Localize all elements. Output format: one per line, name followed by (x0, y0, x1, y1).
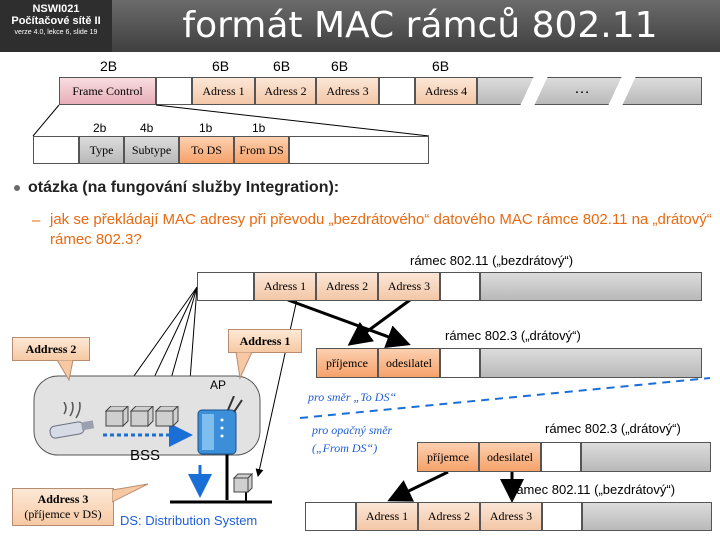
frame-8023-bottom-body (581, 442, 711, 472)
frame-8023-top-label: rámec 802.3 („drátový“) (445, 328, 581, 343)
access-point-icon (197, 396, 243, 455)
frame-80211-bottom-fc (305, 502, 356, 531)
course-info-box: NSWI021 Počítačové sítě II verze 4.0, le… (0, 0, 112, 52)
frame-control-field: Frame Control (59, 77, 156, 105)
question-bullet: otázka (na fungování služby Integration)… (28, 179, 340, 196)
callout-address3: Address 3 (příjemce v DS) (12, 488, 114, 526)
ds-station-icon (232, 472, 254, 494)
frame-80211-bottom-address1: Adress 1 (356, 502, 418, 531)
course-name: Počítačové sítě II (11, 15, 101, 27)
ap-label: AP (210, 378, 227, 392)
fc-from-ds-field: From DS (234, 136, 289, 164)
fc-subtype-field: Subtype (124, 136, 179, 164)
frame-80211-bottom-seq (542, 502, 582, 531)
address2-field: Adress 2 (255, 77, 316, 105)
course-code: NSWI021 (32, 3, 80, 15)
frame-8023-top-prijemce: příjemce (316, 348, 378, 378)
callout-address3-line2: (příjemce v DS) (24, 507, 102, 521)
frame-80211-bottom-body (582, 502, 712, 531)
fc-rest-field (289, 136, 429, 164)
frame-8023-top-body (480, 348, 702, 378)
callout-address2-pointer (56, 360, 74, 382)
callout-address3-pointer (112, 483, 149, 503)
frame-80211-top-address2: Adress 2 (316, 272, 378, 301)
address1-field: Adress 1 (192, 77, 255, 105)
frame-80211-top-label: rámec 802.11 („bezdrátový“) (410, 253, 574, 268)
frame-80211-top-address3: Adress 3 (378, 272, 440, 301)
frame-8023-top-type (440, 348, 480, 378)
from-ds-direction-label-1: pro opačný směr (312, 423, 393, 437)
duration-field (156, 77, 192, 105)
slide-header (0, 0, 720, 52)
frame-body-field (477, 77, 702, 105)
to-ds-direction-label: pro směr „To DS“ (308, 390, 397, 404)
slide-title: formát MAC rámců 802.11 (182, 5, 658, 46)
size-label-address2: 6B (273, 58, 291, 74)
question-sub-bullet: jak se překládají MAC adresy při převodu… (50, 211, 712, 248)
frame-80211-top-fc (197, 272, 254, 301)
frame-80211-top-seq (440, 272, 480, 301)
wireless-usb-adapter-icon (49, 402, 95, 439)
bss-label: BSS (130, 447, 161, 464)
callout-address1: Address 1 (228, 329, 302, 353)
fc-version-field (33, 136, 79, 164)
frame-80211-top-address1: Adress 1 (254, 272, 316, 301)
bullet-dot (14, 185, 20, 191)
stations-icon (104, 406, 179, 428)
sub-bullet-dash: – (32, 212, 41, 229)
bit-label-type: 2b (93, 121, 107, 135)
ds-label: DS: Distribution System (120, 513, 258, 528)
frame-80211-bottom-label: rámec 802.11 („bezdrátový“) (512, 482, 676, 497)
size-label-address4: 6B (432, 58, 450, 74)
address3-field: Adress 3 (316, 77, 379, 105)
callout-address3-line1: Address 3 (37, 492, 89, 506)
frame-80211-bottom-address2: Adress 2 (418, 502, 480, 531)
fc-to-ds-field: To DS (179, 136, 234, 164)
bit-label-subtype: 4b (140, 121, 154, 135)
frame-80211-bottom-address3: Adress 3 (480, 502, 542, 531)
frame-8023-bottom-odesilatel: odesilatel (479, 442, 541, 472)
bit-label-from-ds: 1b (252, 121, 266, 135)
seq-control-field (379, 77, 415, 105)
frame-80211-top-body (480, 272, 702, 301)
course-version: verze 4.0, lekce 6, slide 19 (14, 29, 98, 36)
frame-8023-top-odesilatel: odesilatel (378, 348, 440, 378)
fc-type-field: Type (79, 136, 124, 164)
frame-8023-bottom-type (541, 442, 581, 472)
frame-8023-bottom-label: rámec 802.3 („drátový“) (545, 421, 681, 436)
size-label-address3: 6B (331, 58, 349, 74)
size-label-frame-control: 2B (100, 58, 118, 74)
frame-8023-bottom-prijemce: příjemce (417, 442, 479, 472)
bit-label-to-ds: 1b (199, 121, 213, 135)
frame-ellipsis: … (574, 80, 590, 97)
size-label-address1: 6B (212, 58, 230, 74)
callout-address1-pointer (235, 352, 253, 380)
callout-address2: Address 2 (12, 337, 90, 361)
address4-field: Adress 4 (415, 77, 477, 105)
from-ds-direction-label-2: („From DS“) (312, 441, 378, 455)
